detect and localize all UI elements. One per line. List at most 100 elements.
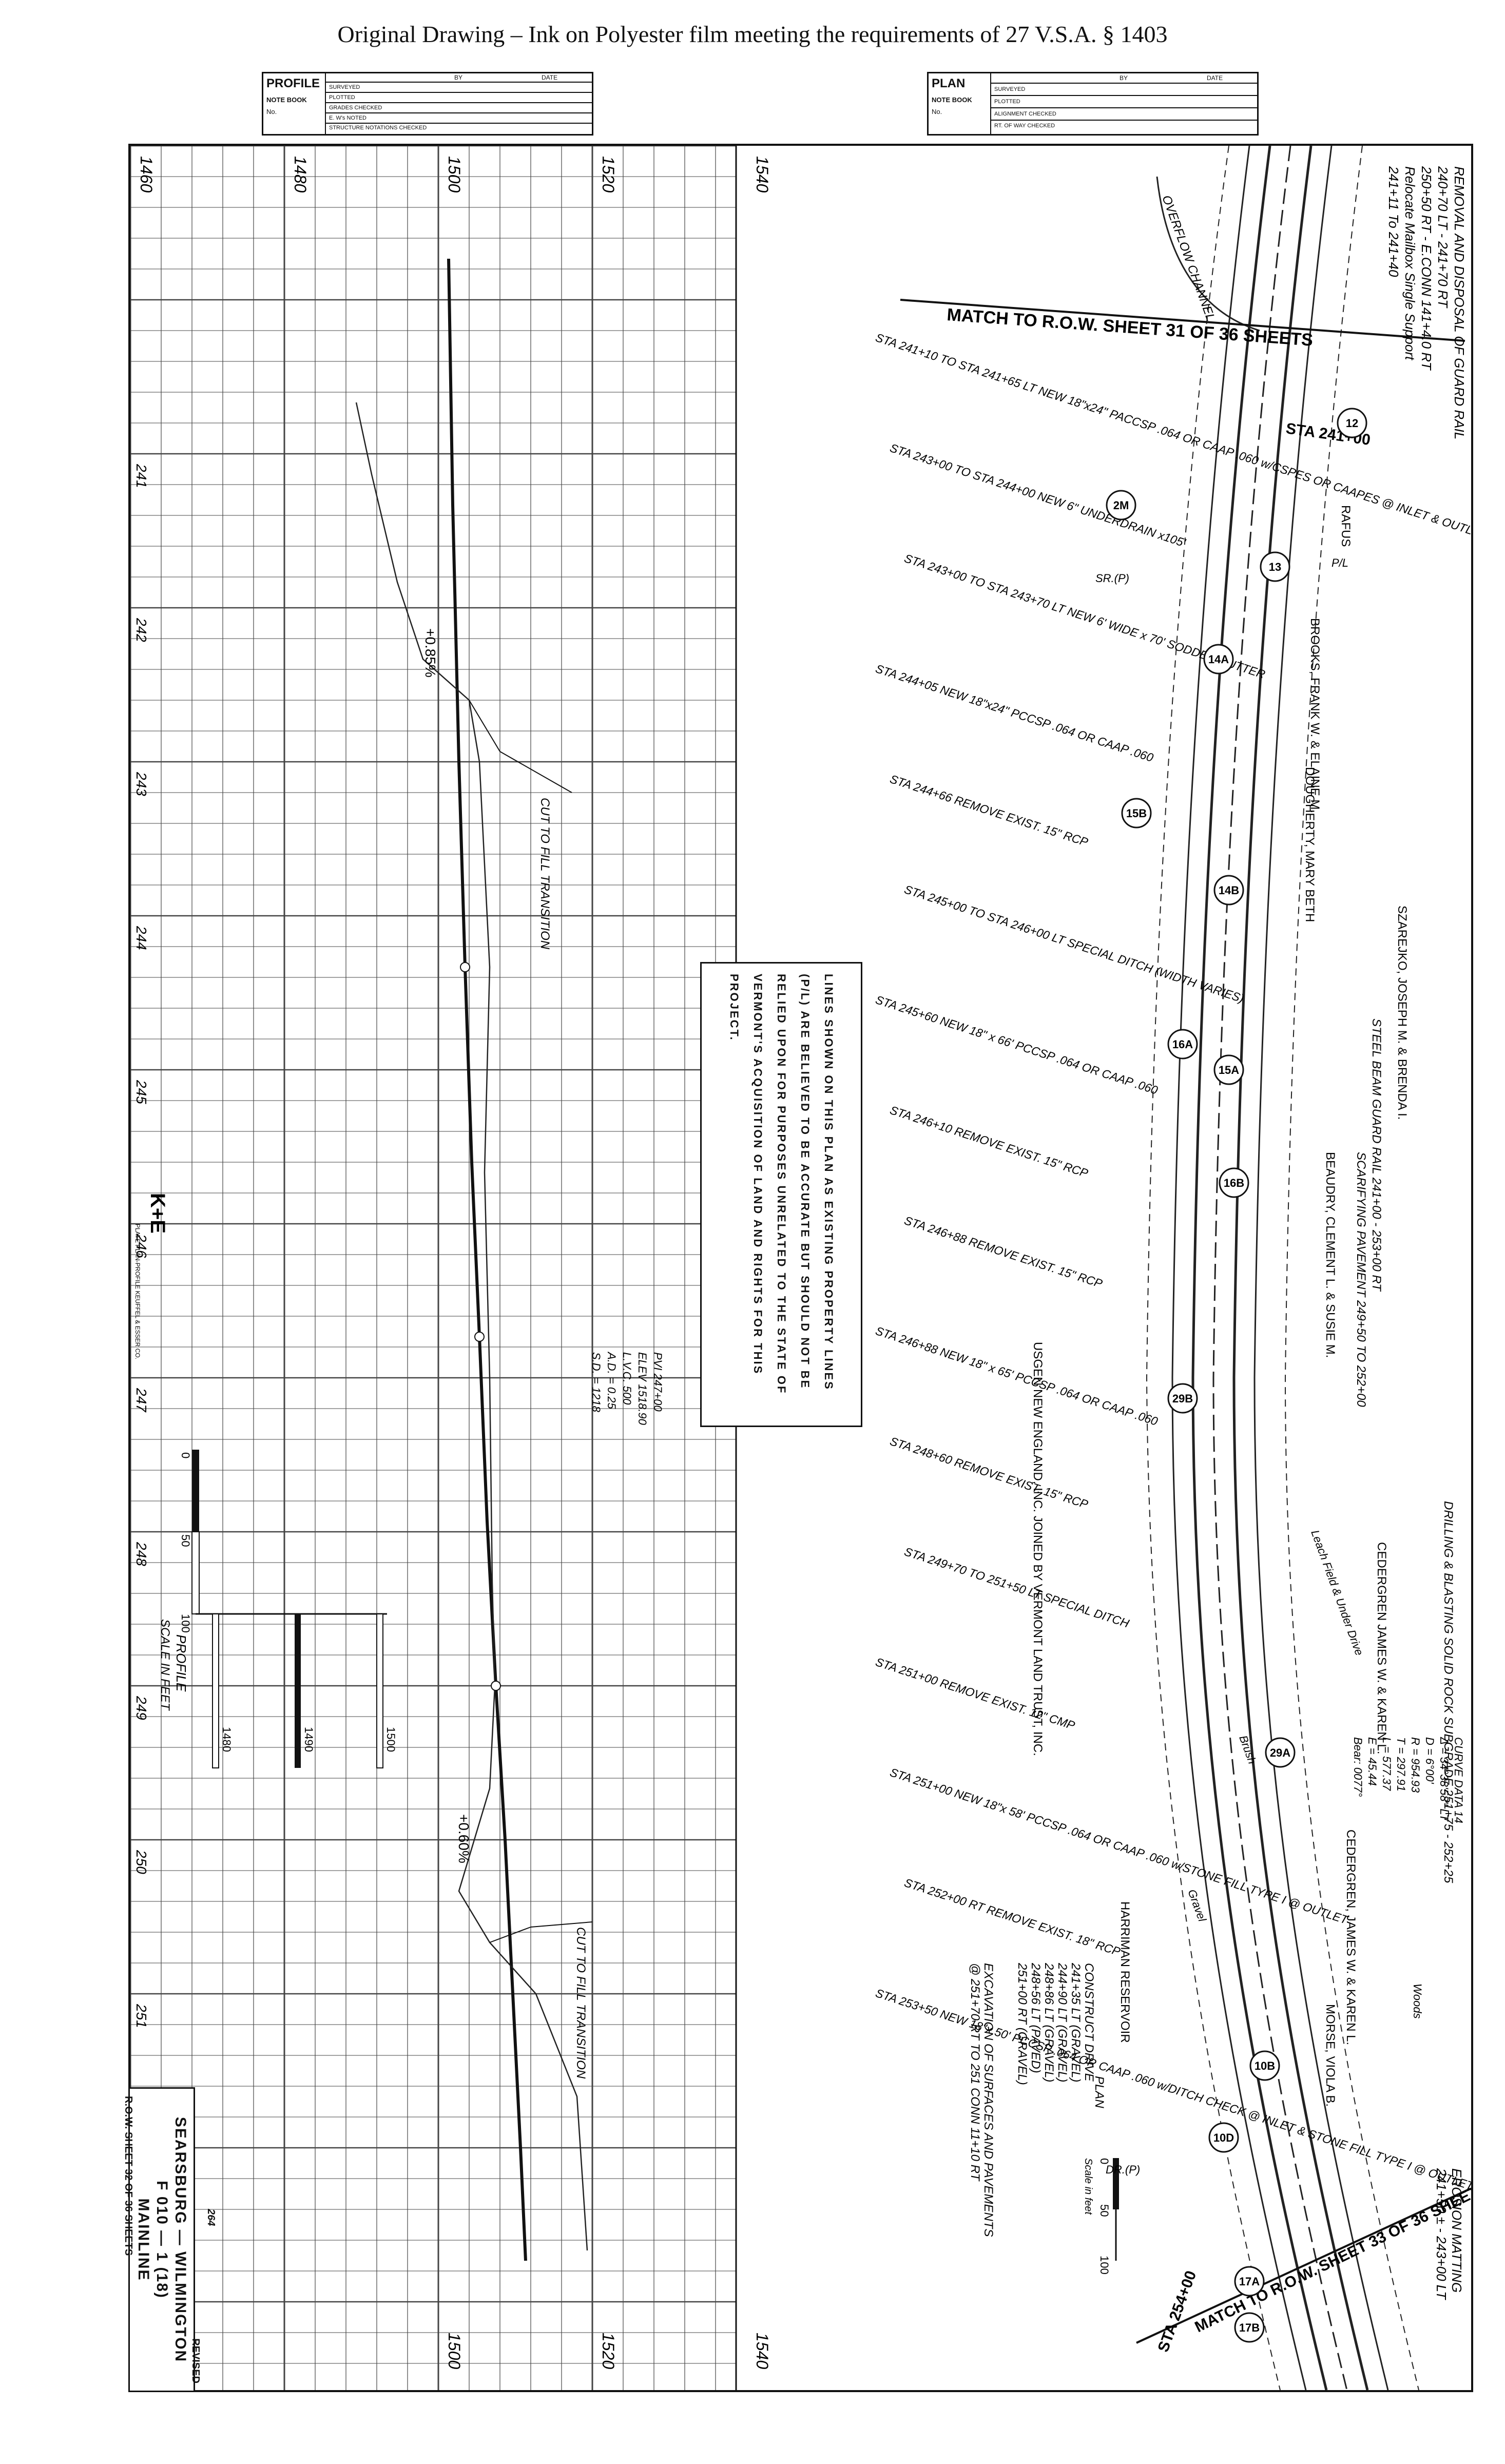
- title-line: MAINLINE: [135, 2198, 152, 2281]
- curve-data-line: D = 6°00': [1423, 1737, 1436, 1784]
- title-project: SEARSBURG — WILMINGTON: [172, 2116, 189, 2363]
- bottom-note: 248+56 LT (PAVED): [1029, 1962, 1043, 2073]
- plan-row: RT. OF WAY CHECKED: [994, 123, 1055, 129]
- title-number: F 010 — 1 (18): [153, 2181, 170, 2299]
- plan-scale-title: PLAN: [1092, 2076, 1106, 2108]
- vc-line: ELEV 1518.90: [636, 1352, 649, 1426]
- grade-label: +0.60%: [456, 1814, 472, 1863]
- parcel-marker: [1167, 1383, 1198, 1414]
- station-label: 246: [133, 1234, 149, 1258]
- removal-note: 250+50 RT - E.CONN 141+4.0 RT: [1419, 166, 1434, 371]
- profile-row: PLOTTED: [326, 93, 592, 103]
- title-sheet: R.O.W. SHEET 32 OF 36 SHEETS: [123, 2096, 134, 2256]
- profile-scale-bar: 0 50 100 1480 1490 1500 PROFILE SCALE IN…: [158, 1450, 397, 1768]
- bottom-note: 248+86 LT (GRAVEL): [1042, 1962, 1056, 2082]
- parcel-marker: [1249, 2050, 1280, 2081]
- profile-row: GRADES CHECKED: [326, 103, 592, 113]
- station-label: 249: [133, 1696, 149, 1720]
- scale-elev: 1480: [220, 1727, 233, 1752]
- profile-date: DATE: [542, 74, 558, 81]
- scale-tick: 100: [179, 1614, 192, 1633]
- misc-label: Brush: [1237, 1734, 1259, 1766]
- parcel-marker: [1213, 1054, 1244, 1085]
- match-line-top-label: MATCH TO R.O.W. SHEET 31 OF 36 SHEETS: [946, 305, 1314, 350]
- parcel-marker: [1213, 875, 1244, 906]
- parcel-label: 29B: [1172, 1392, 1193, 1405]
- right-note: SCARIFYING PAVEMENT 249+50 TO 252+00: [1354, 1152, 1368, 1407]
- plan-title-block: PLAN NOTE BOOK No. BY DATE SURVEYED PLOT…: [927, 72, 1259, 136]
- removal-note: 240+70 LT - 241+70 RT: [1435, 166, 1451, 309]
- misc-label: SR.(P): [1095, 572, 1129, 585]
- bottom-note: EXCAVATION OF SURFACES AND PAVEMENTS: [981, 1963, 995, 2237]
- elevation-label: 1520: [599, 156, 618, 192]
- profile-title-block: PROFILE NOTE BOOK No. BY DATE SURVEYED P…: [262, 72, 593, 136]
- existing-ground-line: [355, 402, 588, 2251]
- callout-text: CUT TO FILL TRANSITION: [574, 1927, 588, 2079]
- parcel-marker: [1234, 2266, 1265, 2297]
- station-label: 251: [133, 2004, 149, 2028]
- plan-by: BY: [1120, 74, 1128, 82]
- plan-date: DATE: [1207, 74, 1223, 82]
- profile-note-book: NOTE BOOK: [266, 96, 307, 104]
- bottom-note: 241+35 LT (GRAVEL): [1069, 1962, 1083, 2082]
- station-labels: 2412422432442452462472482492502512522532…: [133, 464, 149, 2336]
- construction-note: STA 252+00 RT REMOVE EXIST. 18" RCP: [902, 1876, 1122, 1958]
- station-label: 245: [133, 1080, 149, 1104]
- parcel-label: 10B: [1255, 2059, 1275, 2072]
- erosion-title: EROSION MATTING: [1449, 2168, 1464, 2293]
- plan-scale-tick: 50: [1098, 2204, 1111, 2217]
- bottom-note: 244+90 LT (GRAVEL): [1055, 1962, 1069, 2082]
- owner-label: SZAREJKO, JOSEPH M. & BRENDA I.: [1395, 906, 1409, 1120]
- elevation-label: 1540: [753, 2333, 771, 2369]
- parcel-marker: [1260, 551, 1290, 582]
- property-line-note: LINES SHOWN ON THIS PLAN AS EXISTING PRO…: [700, 962, 862, 1427]
- misc-label: DR.(P): [1106, 2163, 1140, 2176]
- plan-scale-unit: Scale in feet: [1083, 2158, 1094, 2216]
- vc-line: PVI 247+00: [651, 1352, 664, 1412]
- overflow-channel-label: OVERFLOW CHANNEL: [1159, 194, 1218, 323]
- match-line-bottom-label: MATCH TO R.O.W. SHEET 33 OF 36 SHEETS: [1192, 2179, 1471, 2336]
- bottom-note: CONSTRUCT DRIVE: [1082, 1963, 1096, 2082]
- callout-leader: [469, 700, 500, 752]
- elevation-label: 1540: [753, 156, 771, 192]
- removal-note: Relocate Mailbox Single Support: [1402, 166, 1418, 361]
- scale-subtitle: SCALE IN FEET: [158, 1619, 172, 1711]
- bottom-note: 251+00 RT (GRAVEL): [1015, 1962, 1029, 2085]
- elevation-label: 1500: [445, 2333, 464, 2369]
- scale-elev: 1490: [302, 1727, 315, 1752]
- profile-row: STRUCTURE NOTATIONS CHECKED: [329, 125, 427, 131]
- brand-subtitle: PLATE PLAN-PROFILE KEUFFEL & ESSER CO.: [134, 1224, 141, 1359]
- curve-data-line: Bear: 0077°: [1352, 1737, 1364, 1797]
- grade-points: [460, 962, 501, 1691]
- title-no: 264: [205, 2209, 217, 2226]
- road-corridor: [1146, 145, 1419, 2391]
- right-note: DRILLING & BLASTING SOLID ROCK SUBGRADE …: [1441, 1501, 1455, 1883]
- removal-note: 241+11 To 241+40: [1386, 166, 1401, 277]
- parcel-label: 15B: [1126, 807, 1147, 820]
- parcel-label: 13: [1269, 561, 1281, 573]
- erosion-range: 241+50 ± - 243+00 LT: [1434, 2168, 1449, 2300]
- parcel-marker: [1208, 2122, 1239, 2153]
- station-end-label: STA 254+00: [1155, 2268, 1200, 2354]
- vc-line: A.D. = 0.25: [605, 1351, 618, 1409]
- parcel-label: 17B: [1239, 2321, 1260, 2334]
- station-label: 241: [133, 464, 149, 488]
- construction-note: STA 251+00 REMOVE EXIST. 12" CMP: [874, 1655, 1077, 1732]
- misc-label: Leach Field & Under Drive: [1308, 1528, 1366, 1657]
- parcel-label: 14A: [1208, 653, 1229, 666]
- misc-labels: DR.(P) SR.(P) P/L Woods Leach Field & Un…: [1095, 556, 1424, 2176]
- match-line-top: [900, 299, 1465, 342]
- curve-data-line: Δ = 34°38'58" LT: [1438, 1737, 1451, 1822]
- sheet-title-block: REVISED SEARSBURG — WILMINGTON F 010 — 1…: [123, 2087, 217, 2392]
- construction-note: STA 246+88 NEW 18" x 65' PCCSP .064 OR C…: [874, 1324, 1160, 1428]
- misc-label: Woods: [1411, 1984, 1424, 2018]
- owner-label: HARRIMAN RESERVOIR: [1118, 1901, 1132, 2043]
- callout-leader: [530, 1921, 593, 1928]
- parcel-marker: [1337, 408, 1367, 438]
- station-label: 248: [133, 1542, 149, 1566]
- owner-label: CEDERGREN, JAMES W. & KAREN L.: [1344, 1830, 1358, 2045]
- construction-note: STA 245+60 NEW 18" x 66' PCCSP .064 OR C…: [874, 993, 1160, 1097]
- construction-note: STA 246+10 REMOVE EXIST. 15" RCP: [888, 1103, 1090, 1180]
